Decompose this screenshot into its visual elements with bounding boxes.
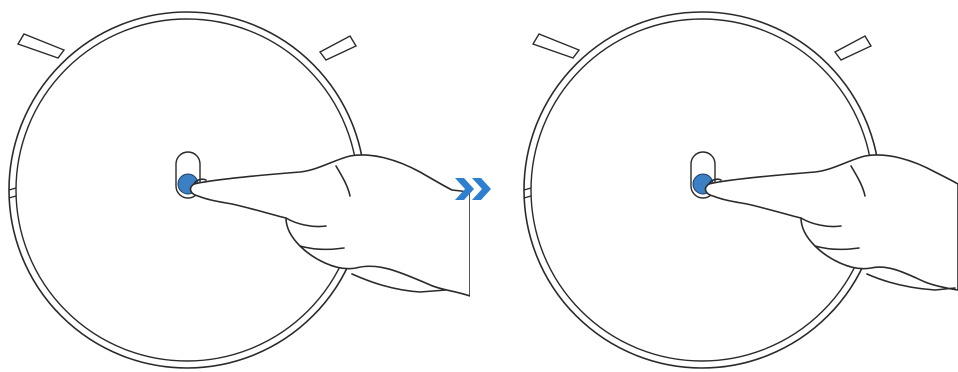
double-chevron-right-icon — [452, 176, 496, 202]
side-brush-right — [835, 36, 871, 60]
step-2-illustration — [515, 0, 958, 372]
side-brush-left — [533, 34, 579, 58]
chevron-1 — [455, 178, 474, 200]
step-1-panel — [0, 0, 470, 372]
step-2-panel — [515, 0, 958, 372]
connector-arrow — [452, 176, 496, 202]
side-brush-right — [320, 36, 356, 60]
side-brush-left — [18, 34, 64, 58]
step-1-illustration — [0, 0, 470, 372]
chevron-2 — [472, 178, 491, 200]
